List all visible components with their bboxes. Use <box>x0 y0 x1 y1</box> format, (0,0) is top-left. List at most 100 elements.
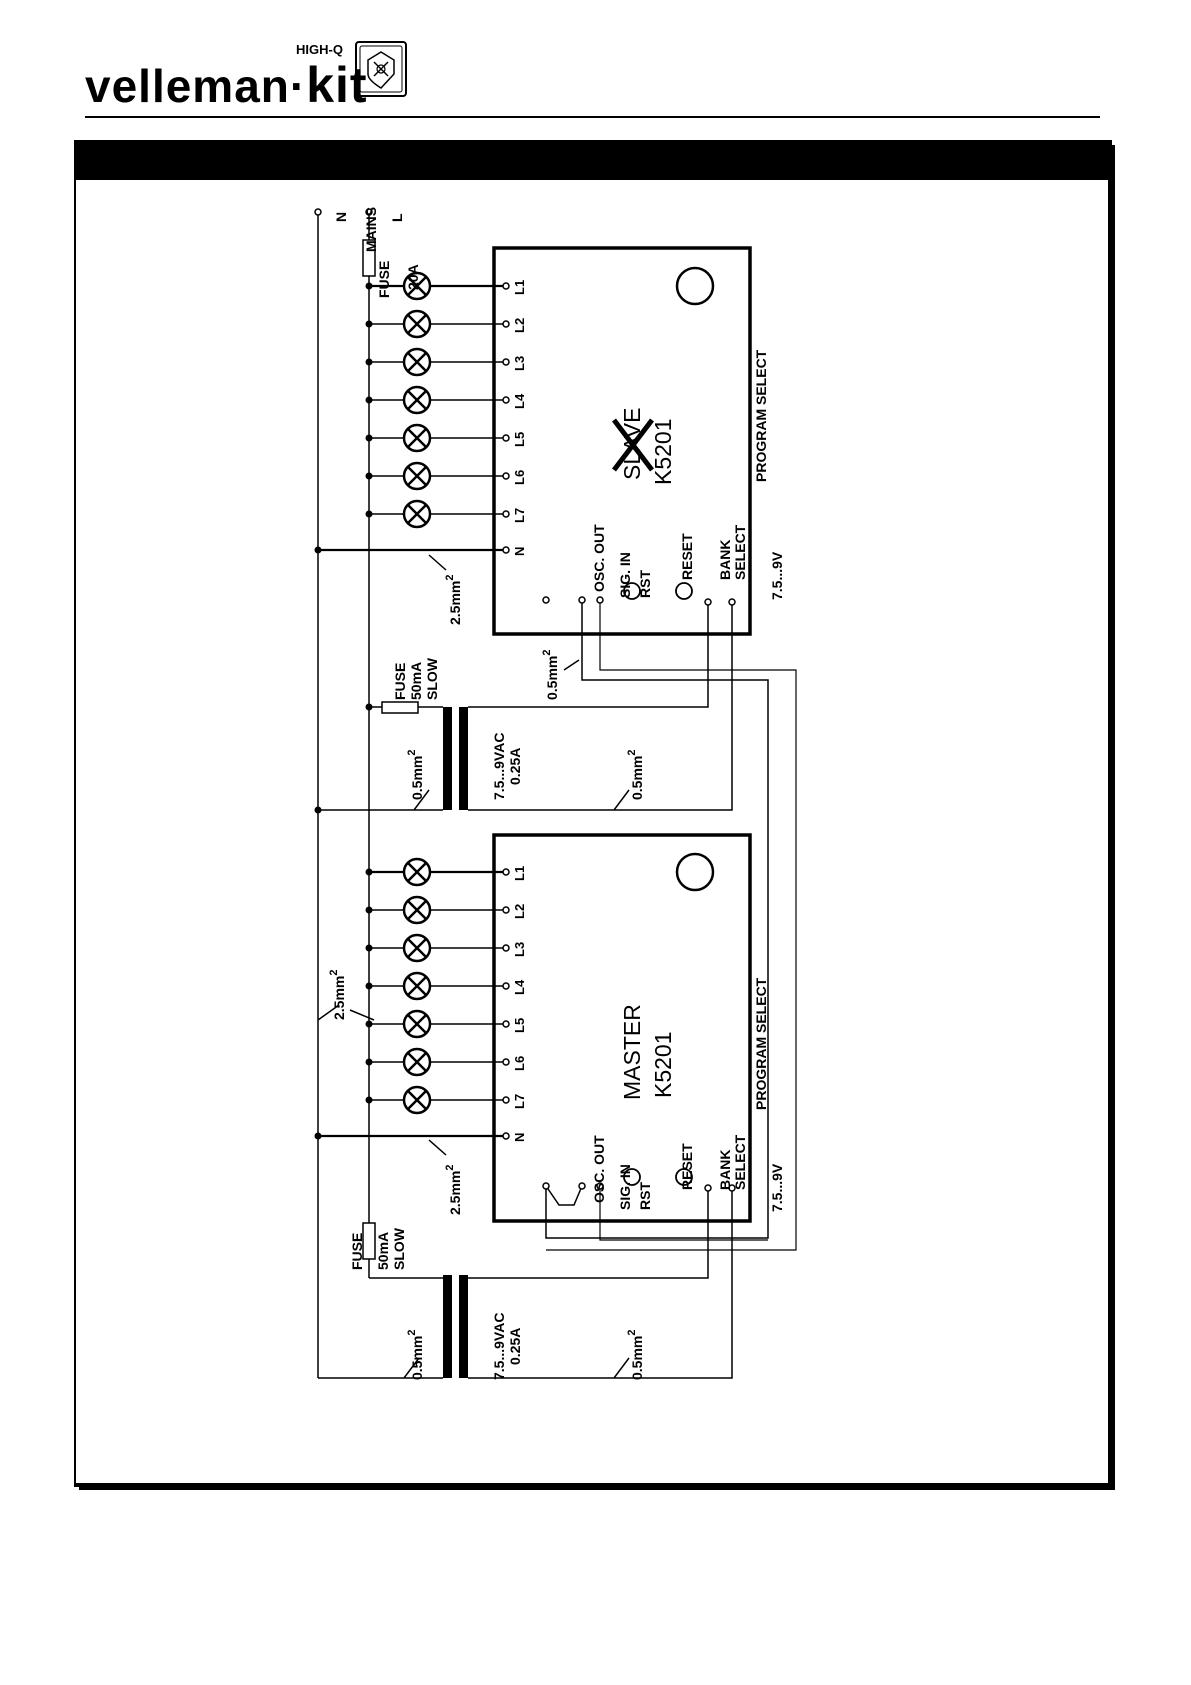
master-neutral-gauge-leader <box>428 1139 447 1156</box>
master-reset-button <box>623 1168 641 1186</box>
slave-title: SLAVE <box>619 408 645 480</box>
slave-osc-out: OSC. OUT <box>591 524 607 592</box>
slave-neutral-junction <box>314 546 322 554</box>
master-rst: RST <box>637 1182 653 1210</box>
master-transformer-fuse-body <box>362 1222 376 1260</box>
brand-name: velleman <box>85 60 290 112</box>
slave-tr-current: 0.25A <box>507 748 523 785</box>
master-output-label-L2: L2 <box>512 904 527 919</box>
master-sig-in-terminal <box>578 1182 586 1190</box>
slave-tr-fuse-rating: 50mA <box>408 662 424 700</box>
slave-secondary-gauge-leader <box>613 789 630 811</box>
master-neutral-gauge-value: 2.5mm <box>447 1171 463 1215</box>
master-rst-wire <box>599 1186 768 1241</box>
master-output-label-L6: L6 <box>512 1056 527 1071</box>
main-fuse-body <box>362 239 376 277</box>
master-output-label-L3: L3 <box>512 942 527 957</box>
header-divider <box>85 116 1100 118</box>
slave-supply: 7.5...9V <box>769 551 785 600</box>
slave-primary-gauge-exponent: 2 <box>406 750 418 756</box>
master-lamp-4-icon <box>402 971 432 1001</box>
master-primary-gauge-value: 0.5mm <box>409 1336 425 1380</box>
slave-bank-select-button <box>675 582 693 600</box>
master-module-box <box>492 833 752 1223</box>
brand-dot: · <box>289 60 307 112</box>
slave-output-label-L3: L3 <box>512 356 527 371</box>
frame-border <box>74 140 1112 1487</box>
slave-live-junction-1 <box>365 282 373 290</box>
master-reset: RESET <box>679 1143 695 1190</box>
slave-tr-secondary-a <box>468 602 709 708</box>
slave-neutral-gauge-leader <box>428 554 447 571</box>
slave-tr-neutral-junction <box>314 806 322 814</box>
slave-terminal-L2 <box>502 320 510 328</box>
slave-bank: BANK <box>717 540 733 580</box>
master-title: MASTER <box>619 1004 645 1100</box>
slave-live-junction-7 <box>365 510 373 518</box>
slave-module-box <box>492 246 752 636</box>
mains-n-terminal <box>314 208 322 216</box>
slave-supply-terminal-b <box>728 598 736 606</box>
master-osc-out: OSC. OUT <box>591 1135 607 1203</box>
master-primary-gauge-exponent: 2 <box>406 1330 418 1336</box>
slave-tr-secondary-b <box>468 602 733 811</box>
master-model: K5201 <box>650 1031 676 1098</box>
master-supply: 7.5...9V <box>769 1163 785 1212</box>
master-terminal-L1 <box>502 868 510 876</box>
slave-output-label-L5: L5 <box>512 432 527 447</box>
slave-output-label-N: N <box>512 547 527 556</box>
master-live-junction-4 <box>365 982 373 990</box>
master-live-junction-1 <box>365 868 373 876</box>
master-tr-fuse-label: FUSE <box>349 1233 365 1270</box>
slave-transformer-secondary <box>459 707 468 810</box>
master-output-label-L7: L7 <box>512 1094 527 1109</box>
slave-tr-fuse-label: FUSE <box>392 663 408 700</box>
slave-transformer-fuse-body <box>381 701 419 714</box>
master-bank: BANK <box>717 1150 733 1190</box>
master-tr-secondary-b <box>468 1188 733 1379</box>
master-output-label-L1: L1 <box>512 866 527 881</box>
slave-sig-in: SIG. IN <box>617 552 633 598</box>
master-secondary-gauge-exponent: 2 <box>626 1330 638 1336</box>
feeder-gauge-exponent: 2 <box>328 970 340 976</box>
master-program-select-button <box>675 852 715 892</box>
feeder-gauge-value: 2.5mm <box>331 976 347 1020</box>
main-fuse-label: FUSE <box>376 261 392 298</box>
slave-rst-terminal <box>596 596 604 604</box>
slave-terminal-L5 <box>502 434 510 442</box>
slave-output-label-L7: L7 <box>512 508 527 523</box>
slave-lamp-6-icon <box>402 461 432 491</box>
mains-label: MAINS <box>363 207 379 252</box>
master-lamp-7-icon <box>402 1085 432 1115</box>
page-header: velleman·kit HIGH-Q <box>0 0 1191 120</box>
master-output-label-N: N <box>512 1133 527 1142</box>
slave-transformer-primary <box>443 707 452 810</box>
signal-wire-gauge-value: 0.5mm <box>544 656 560 700</box>
master-terminal-L5 <box>502 1020 510 1028</box>
slave-secondary-gauge-value: 0.5mm <box>629 756 645 800</box>
master-osc-sig-bridge <box>545 1185 583 1206</box>
slave-output-label-L2: L2 <box>512 318 527 333</box>
wire-layer <box>317 215 797 1379</box>
slave-live-junction-2 <box>365 320 373 328</box>
master-tr-current: 0.25A <box>507 1328 523 1365</box>
master-lamp-3-icon <box>402 933 432 963</box>
master-lamp-1-icon <box>402 857 432 887</box>
slave-output-label-L1: L1 <box>512 280 527 295</box>
master-secondary-gauge-value: 0.5mm <box>629 1336 645 1380</box>
master-live-junction-3 <box>365 944 373 952</box>
feeder-gauge-leader <box>317 1004 340 1021</box>
master-neutral-junction <box>314 1132 322 1140</box>
slave-terminal-N <box>502 546 510 554</box>
master-output-label-L5: L5 <box>512 1018 527 1033</box>
slave-lamp-4-icon <box>402 385 432 415</box>
mains-l-terminal <box>365 208 373 216</box>
slave-live-junction-6 <box>365 472 373 480</box>
slave-model: K5201 <box>650 418 676 485</box>
master-neutral-gauge-exponent: 2 <box>444 1165 456 1171</box>
slave-neutral-gauge-exponent: 2 <box>444 575 456 581</box>
slave-lamp-7-icon <box>402 499 432 529</box>
